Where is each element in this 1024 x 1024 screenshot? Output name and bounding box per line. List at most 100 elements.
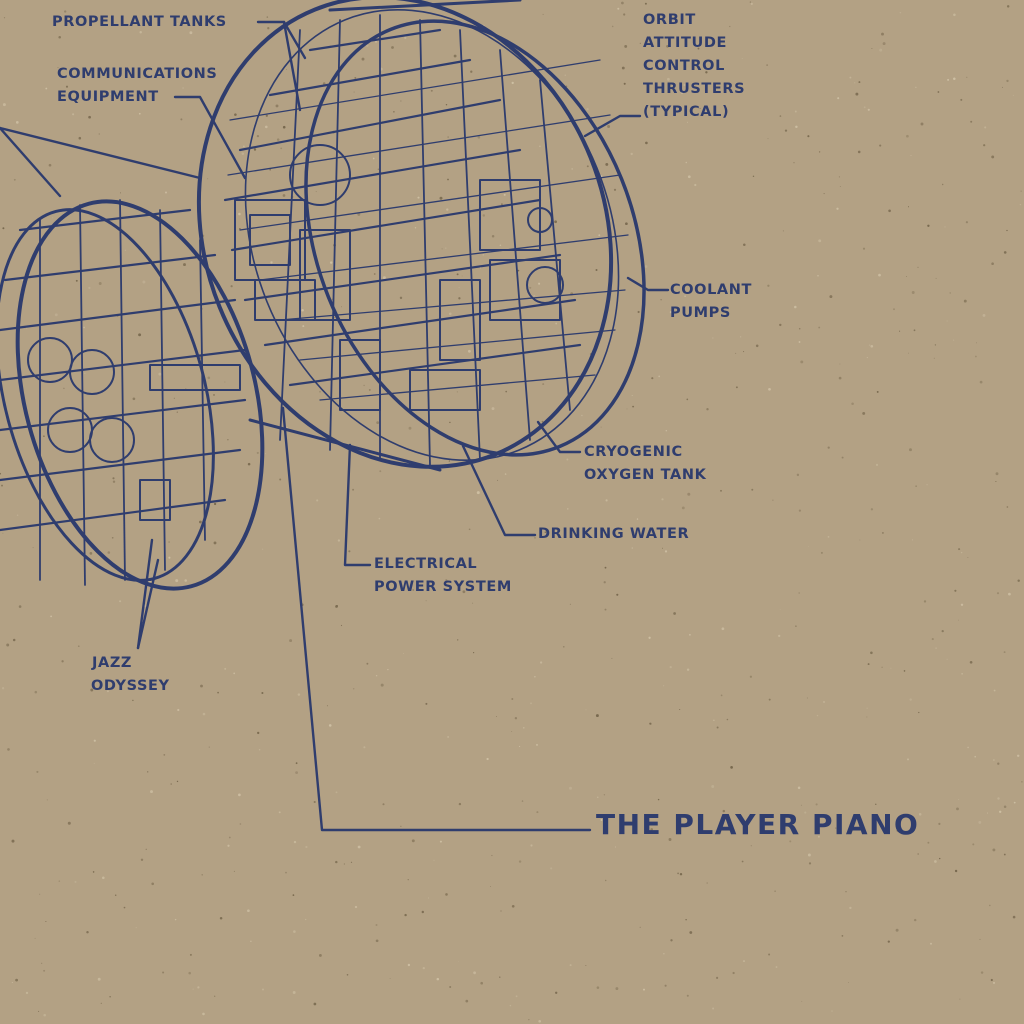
paper-speck	[541, 420, 544, 423]
paper-speck	[412, 589, 415, 591]
paper-speck	[468, 528, 471, 531]
paper-speck	[947, 78, 950, 81]
paper-speck	[509, 1004, 512, 1007]
paper-speck	[988, 904, 991, 907]
paper-speck	[158, 372, 162, 376]
paper-speck	[554, 220, 557, 224]
paper-speck	[219, 916, 223, 920]
paper-speck	[969, 660, 973, 664]
paper-speck	[500, 910, 502, 912]
paper-speck	[448, 460, 451, 462]
paper-speck	[318, 953, 322, 957]
paper-speck	[180, 118, 183, 121]
paper-speck	[645, 141, 648, 145]
paper-speck	[519, 745, 521, 747]
paper-speck	[375, 40, 377, 43]
paper-speck	[995, 480, 997, 483]
paper-speck	[611, 657, 613, 659]
paper-speck	[266, 16, 269, 18]
paper-speck	[77, 645, 80, 648]
paper-speck	[953, 77, 956, 80]
paper-speck	[98, 282, 102, 285]
paper-speck	[649, 722, 652, 725]
paper-speck	[782, 230, 784, 232]
paper-speck	[46, 799, 48, 801]
paper-speck	[726, 718, 729, 721]
paper-speck	[489, 886, 491, 888]
paper-speck	[514, 717, 518, 720]
paper-speck	[499, 244, 502, 246]
paper-speck	[793, 162, 795, 164]
label-propellant-tanks: PROPELLANT TANKS	[52, 14, 227, 30]
paper-speck	[800, 804, 802, 806]
paper-speck	[257, 731, 260, 735]
paper-speck	[876, 390, 879, 393]
paper-speck	[1, 484, 3, 487]
paper-speck	[663, 685, 665, 687]
paper-speck	[778, 634, 781, 638]
paper-speck	[174, 918, 177, 921]
paper-speck	[796, 473, 800, 477]
paper-speck	[78, 136, 82, 140]
paper-speck	[851, 402, 854, 405]
paper-speck	[779, 609, 781, 611]
paper-speck	[623, 82, 626, 85]
paper-speck	[462, 590, 466, 594]
paper-speck	[839, 363, 841, 365]
paper-speck	[340, 624, 343, 627]
paper-speck	[967, 746, 969, 749]
paper-speck	[43, 969, 46, 972]
paper-speck	[624, 44, 628, 48]
paper-speck	[533, 294, 536, 297]
paper-speck	[686, 668, 690, 671]
paper-speck	[862, 411, 866, 415]
paper-speck	[930, 942, 932, 945]
paper-speck	[529, 286, 532, 289]
paper-speck	[213, 541, 217, 545]
paper-speck	[961, 673, 963, 675]
paper-speck	[102, 876, 105, 880]
paper-speck	[208, 746, 210, 748]
paper-speck	[992, 981, 996, 984]
paper-speck	[267, 27, 270, 30]
paper-speck	[12, 638, 16, 642]
paper-speck	[140, 858, 144, 862]
paper-speck	[623, 13, 626, 16]
paper-speck	[997, 762, 1000, 765]
paper-speck	[501, 203, 503, 206]
paper-speck	[742, 960, 746, 963]
paper-speck	[542, 383, 545, 386]
paper-speck	[927, 841, 930, 844]
paper-speck	[975, 355, 977, 358]
paper-speck	[768, 953, 771, 956]
paper-speck	[441, 248, 443, 250]
paper-speck	[979, 938, 981, 940]
paper-speck	[88, 286, 91, 290]
paper-speck	[138, 333, 142, 337]
paper-speck	[895, 928, 899, 932]
paper-speck	[41, 962, 43, 964]
paper-speck	[917, 266, 919, 269]
paper-speck	[1001, 86, 1003, 88]
paper-speck	[382, 276, 386, 280]
paper-speck	[148, 15, 151, 18]
paper-speck	[114, 894, 117, 897]
paper-speck	[301, 308, 304, 312]
paper-speck	[621, 66, 625, 70]
paper-speck	[983, 144, 986, 147]
paper-speck	[119, 600, 122, 603]
paper-speck	[907, 758, 909, 761]
paper-speck	[74, 880, 77, 883]
paper-speck	[888, 209, 891, 213]
paper-speck	[687, 175, 691, 179]
paper-speck	[447, 736, 449, 738]
paper-speck	[657, 798, 660, 801]
paper-speck	[1006, 229, 1008, 232]
paper-speck	[866, 707, 868, 709]
paper-speck	[348, 550, 351, 553]
label-jazz-odyssey: JAZZ ODYSSEY	[91, 655, 170, 694]
paper-speck	[815, 803, 818, 806]
paper-speck	[1012, 915, 1016, 919]
paper-speck	[870, 651, 873, 655]
